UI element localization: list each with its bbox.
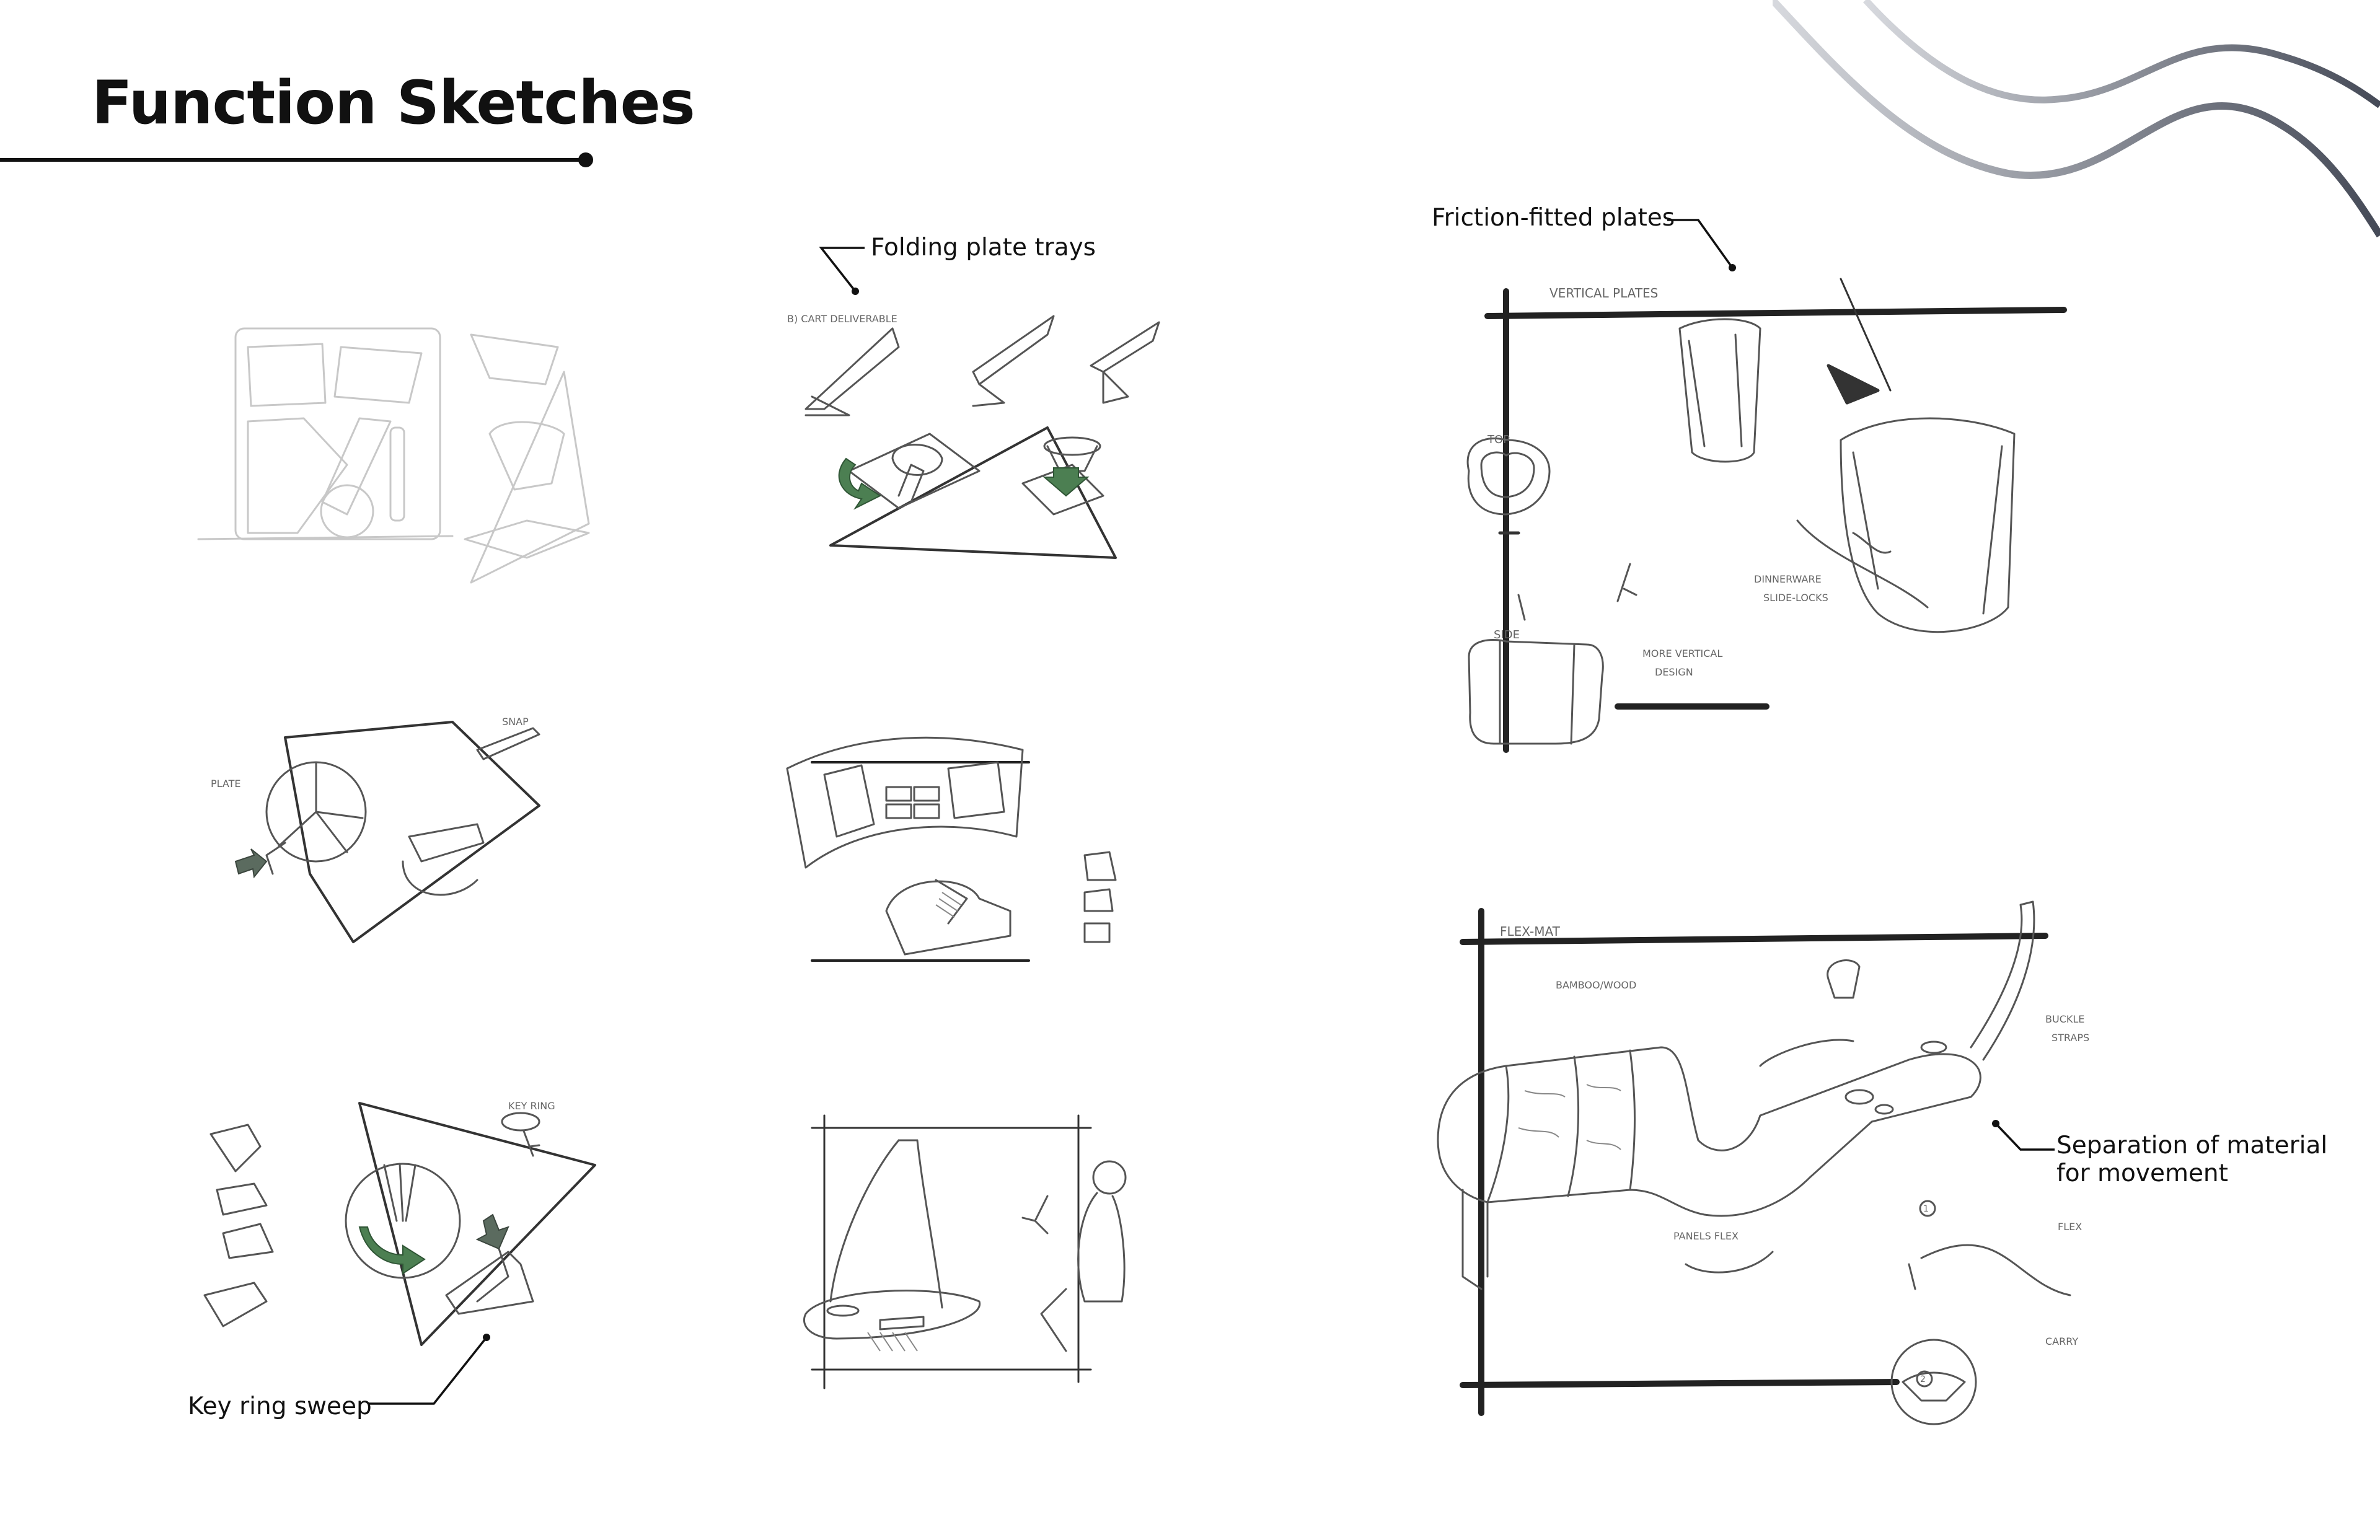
- decorative-waves: [1773, 0, 2380, 238]
- sketch-seated-tray: [803, 1114, 1127, 1389]
- svg-text:DESIGN: DESIGN: [1655, 666, 1693, 678]
- sketch-folding-trays: B) CART DELIVERABLE: [787, 313, 1160, 559]
- svg-text:SNAP: SNAP: [502, 716, 529, 728]
- svg-text:2: 2: [1920, 1375, 1926, 1384]
- sketch-friction-plates: VERTICAL PLATES TOP SIDE MORE VERTICAL D…: [1466, 278, 2067, 753]
- callout-key-ring-sweep: Key ring sweep: [188, 1393, 372, 1420]
- svg-text:BAMBOO/WOOD: BAMBOO/WOOD: [1556, 979, 1636, 991]
- page-title: Function Sketches: [92, 68, 695, 138]
- svg-text:FLEX-MAT: FLEX-MAT: [1500, 924, 1561, 939]
- svg-text:VERTICAL PLATES: VERTICAL PLATES: [1549, 286, 1658, 301]
- svg-text:MORE VERTICAL: MORE VERTICAL: [1642, 648, 1722, 659]
- svg-text:FLEX: FLEX: [2058, 1221, 2082, 1233]
- sketch-rotary-tray: PLATE SNAP: [211, 716, 540, 943]
- leader-friction-fitted-plates: [1667, 219, 1736, 271]
- callout-folding-plate-trays: Folding plate trays: [871, 234, 1096, 262]
- svg-text:STRAPS: STRAPS: [2052, 1032, 2089, 1044]
- callout-separation-of-material: Separation of material: [2056, 1132, 2328, 1159]
- svg-text:SIDE: SIDE: [1494, 628, 1520, 641]
- callout-for-movement: for movement: [2056, 1159, 2228, 1187]
- title-underline-dot: [578, 152, 593, 167]
- svg-text:PANELS FLEX: PANELS FLEX: [1673, 1230, 1739, 1242]
- leader-key-ring-sweep: [369, 1334, 490, 1405]
- leader-separation-of-material: [1992, 1120, 2055, 1151]
- leader-folding-plate-trays: [819, 247, 865, 295]
- svg-text:DINNERWARE: DINNERWARE: [1754, 573, 1822, 585]
- svg-text:B) CART DELIVERABLE: B) CART DELIVERABLE: [787, 313, 897, 325]
- callout-friction-fitted-plates: Friction-fitted plates: [1432, 204, 1675, 232]
- svg-text:CARRY: CARRY: [2045, 1335, 2078, 1347]
- svg-text:KEY RING: KEY RING: [508, 1100, 555, 1112]
- svg-text:BUCKLE: BUCKLE: [2045, 1013, 2084, 1025]
- sketch-tray-layout: [197, 327, 590, 584]
- svg-text:1: 1: [1923, 1204, 1929, 1214]
- svg-text:SLIDE-LOCKS: SLIDE-LOCKS: [1763, 592, 1828, 604]
- title-underline: [0, 158, 588, 162]
- svg-text:TOP: TOP: [1487, 433, 1510, 446]
- svg-text:PLATE: PLATE: [211, 778, 241, 790]
- sketch-fold-mat: [786, 736, 1117, 962]
- sketch-key-ring-sweep: KEY RING: [203, 1100, 596, 1346]
- sketch-flex-mat: FLEX-MAT BAMBOO/WOOD BUCKLE STRAPS PANEL…: [1437, 900, 2089, 1425]
